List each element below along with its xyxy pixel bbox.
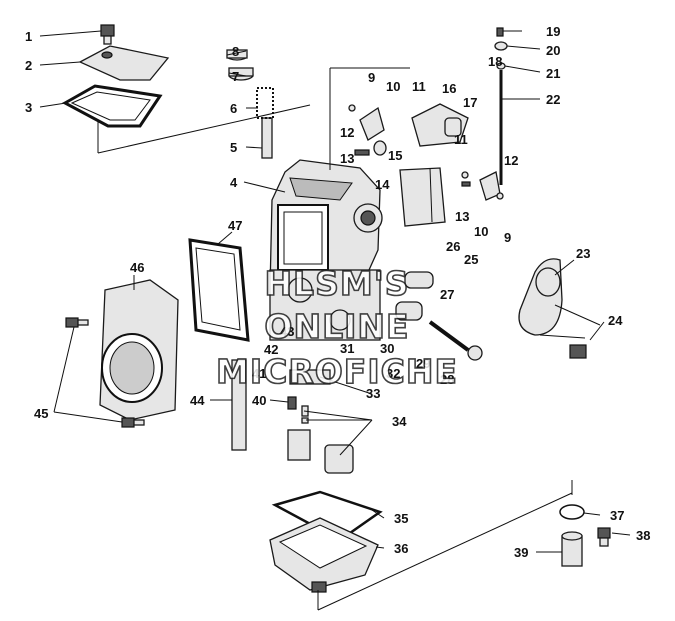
- part-44-tube: [231, 359, 247, 451]
- callout-20: 20: [546, 43, 560, 58]
- callout-31: 31: [340, 341, 354, 356]
- callout-29: 29: [416, 356, 430, 371]
- callout-47: 47: [228, 218, 242, 233]
- callout-12-right: 12: [504, 153, 518, 168]
- alignment-lines: [97, 67, 601, 611]
- part-3-gasket: [61, 84, 163, 128]
- callout-9-right: 9: [504, 230, 511, 245]
- callout-7: 7: [232, 69, 239, 84]
- callout-28: 28: [440, 372, 454, 387]
- part-25-29-hardware: [395, 271, 483, 361]
- callout-27: 27: [440, 287, 454, 302]
- callout-1: 1: [25, 29, 32, 44]
- callout-2: 2: [25, 58, 32, 73]
- part-47-gasket: [188, 238, 250, 342]
- callout-13: 13: [340, 151, 354, 166]
- part-16-17-linkage: [411, 103, 469, 147]
- callout-39: 39: [514, 545, 528, 560]
- part-9-15-small-hardware: [348, 104, 504, 201]
- watermark-line-1: HLSM'S: [264, 264, 409, 303]
- leader-lines: [39, 30, 631, 553]
- part-1-screw: [100, 24, 115, 45]
- part-2-top-cover: [78, 45, 170, 81]
- part-37-39-drain: [559, 504, 611, 567]
- part-5-6-throttle-shaft-spring: [256, 87, 274, 159]
- callout-8: 8: [232, 44, 239, 59]
- callout-10: 10: [386, 79, 400, 94]
- callout-9: 9: [368, 70, 375, 85]
- part-36-float-bowl: [269, 517, 379, 593]
- callout-5: 5: [230, 140, 237, 155]
- callout-15: 15: [388, 148, 402, 163]
- callout-41: 41: [252, 366, 266, 381]
- callout-11: 11: [412, 79, 426, 94]
- part-7-8-caps: [226, 49, 254, 81]
- callout-18: 18: [488, 54, 502, 69]
- callout-33: 33: [366, 386, 380, 401]
- callout-37: 37: [610, 508, 624, 523]
- callout-45: 45: [34, 406, 48, 421]
- callout-labels: 1 2 3 4 5 6 7 8 9 10 11 12 13 14 15 16 1…: [25, 24, 650, 560]
- watermark: HLSM'S ONLINE MICROFICHE: [215, 263, 458, 392]
- part-26-plate: [399, 167, 446, 227]
- callout-42: 42: [264, 342, 278, 357]
- callout-36: 36: [394, 541, 408, 556]
- callout-4: 4: [230, 175, 238, 190]
- callout-24: 24: [608, 313, 623, 328]
- part-46-intake-plate: [99, 279, 179, 421]
- callout-12: 12: [340, 125, 354, 140]
- part-45-bolts: [65, 317, 145, 428]
- callout-30: 30: [380, 341, 394, 356]
- callout-25: 25: [464, 252, 478, 267]
- callout-40: 40: [252, 393, 266, 408]
- callout-32: 32: [386, 366, 400, 381]
- callout-34: 34: [392, 414, 407, 429]
- callout-11-right: 11: [454, 132, 468, 147]
- callout-23: 23: [576, 246, 590, 261]
- callout-17: 17: [463, 95, 477, 110]
- callout-3: 3: [25, 100, 32, 115]
- callout-38: 38: [636, 528, 650, 543]
- callout-13-right: 13: [455, 209, 469, 224]
- callout-43: 43: [280, 324, 294, 339]
- callout-10-right: 10: [474, 224, 488, 239]
- callout-35: 35: [394, 511, 408, 526]
- callout-44: 44: [190, 393, 205, 408]
- part-4-carburetor-body: [269, 159, 383, 341]
- callout-16: 16: [442, 81, 456, 96]
- watermark-line-2: ONLINE: [264, 307, 409, 346]
- callout-19: 19: [546, 24, 560, 39]
- part-23-24-starter: [518, 258, 587, 359]
- callout-14: 14: [375, 177, 390, 192]
- callout-6: 6: [230, 101, 237, 116]
- callout-46: 46: [130, 260, 144, 275]
- callout-26: 26: [446, 239, 460, 254]
- callout-22: 22: [546, 92, 560, 107]
- callout-21: 21: [546, 66, 560, 81]
- watermark-line-3: MICROFICHE: [216, 352, 458, 391]
